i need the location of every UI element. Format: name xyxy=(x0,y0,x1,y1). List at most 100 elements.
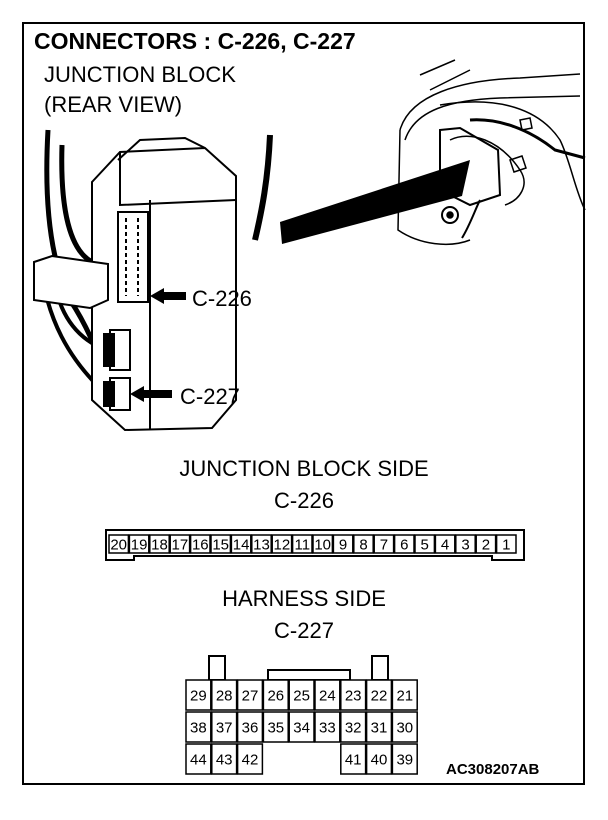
c226-pin: 2 xyxy=(475,534,497,554)
svg-text:38: 38 xyxy=(190,720,207,737)
svg-text:14: 14 xyxy=(233,537,250,554)
rear-view-label: (REAR VIEW) xyxy=(44,92,183,117)
c227-pin: 41 xyxy=(340,743,367,775)
svg-text:9: 9 xyxy=(339,537,347,554)
c226-pin: 17 xyxy=(169,534,191,554)
c227-pin: 21 xyxy=(391,679,418,711)
c226-pin: 7 xyxy=(373,534,395,554)
svg-text:34: 34 xyxy=(293,720,310,737)
c226-section-title: JUNCTION BLOCK SIDE xyxy=(179,456,429,481)
svg-text:36: 36 xyxy=(242,720,259,737)
c226-pin: 10 xyxy=(312,534,334,554)
svg-text:37: 37 xyxy=(216,720,233,737)
svg-text:8: 8 xyxy=(359,537,367,554)
svg-text:7: 7 xyxy=(380,537,388,554)
c227-pin: 25 xyxy=(288,679,315,711)
c227-pin: 33 xyxy=(314,711,341,743)
svg-text:22: 22 xyxy=(371,688,388,705)
c226-pin: 8 xyxy=(353,534,374,554)
c227-pin: 42 xyxy=(236,743,264,775)
svg-text:32: 32 xyxy=(345,720,362,737)
c226-pin: 12 xyxy=(271,534,293,554)
c226-pin: 20 xyxy=(108,534,130,554)
svg-text:31: 31 xyxy=(371,720,388,737)
svg-text:5: 5 xyxy=(421,537,429,554)
c227-pin: 22 xyxy=(365,679,393,711)
svg-text:19: 19 xyxy=(131,537,148,554)
c227-section-title: HARNESS SIDE xyxy=(222,586,386,611)
c227-pin: 37 xyxy=(211,711,238,743)
svg-text:21: 21 xyxy=(396,688,413,705)
svg-text:42: 42 xyxy=(242,752,259,769)
callout-c227: C-227 xyxy=(180,384,240,409)
dashboard-location-illustration xyxy=(397,59,586,246)
c226-pin: 19 xyxy=(128,534,150,554)
svg-text:15: 15 xyxy=(212,537,229,554)
c226-connector-label: C-226 xyxy=(274,488,334,513)
c227-connector-face xyxy=(208,655,389,681)
diagram-title: CONNECTORS : C-226, C-227 xyxy=(34,28,356,54)
svg-text:4: 4 xyxy=(441,537,449,554)
svg-text:44: 44 xyxy=(190,752,207,769)
c226-pin: 9 xyxy=(332,534,354,554)
svg-text:12: 12 xyxy=(274,537,291,554)
c227-pin: 31 xyxy=(365,711,393,743)
c226-pin: 18 xyxy=(149,534,170,554)
svg-text:18: 18 xyxy=(151,537,168,554)
svg-text:24: 24 xyxy=(319,688,336,705)
c227-pin: 30 xyxy=(391,711,418,743)
junction-block-label: JUNCTION BLOCK xyxy=(44,62,236,87)
c227-pin: 34 xyxy=(288,711,315,743)
c227-pin: 23 xyxy=(340,679,367,711)
svg-text:20: 20 xyxy=(110,537,127,554)
c226-pin: 5 xyxy=(414,534,436,554)
svg-text:6: 6 xyxy=(400,537,408,554)
svg-text:41: 41 xyxy=(345,752,362,769)
c227-pin: 44 xyxy=(185,743,212,775)
svg-text:39: 39 xyxy=(396,752,413,769)
c227-pin-grid: 29 28 27 26 25 24 23 22 21 38 37 36 35 34 33 32 31 30 44 43… xyxy=(185,679,418,775)
svg-text:33: 33 xyxy=(319,720,336,737)
c227-pin: 28 xyxy=(211,679,238,711)
c227-pin: 24 xyxy=(314,679,341,711)
figure-code: AC308207AB xyxy=(446,761,540,778)
c226-pin: 11 xyxy=(291,534,313,554)
c226-pin: 1 xyxy=(495,534,517,554)
svg-text:13: 13 xyxy=(253,537,270,554)
svg-text:43: 43 xyxy=(216,752,233,769)
svg-text:25: 25 xyxy=(293,688,310,705)
svg-text:40: 40 xyxy=(371,752,388,769)
c227-pin: 40 xyxy=(365,743,393,775)
c226-pin: 15 xyxy=(210,534,232,554)
c227-pin: 39 xyxy=(391,743,418,775)
c227-pin: 27 xyxy=(236,679,264,711)
svg-text:2: 2 xyxy=(482,537,490,554)
c227-pin: 38 xyxy=(185,711,212,743)
callout-c226: C-226 xyxy=(192,286,252,311)
c227-pin: 35 xyxy=(262,711,289,743)
c227-connector-label: C-227 xyxy=(274,618,334,643)
svg-text:28: 28 xyxy=(216,688,233,705)
c226-pin: 3 xyxy=(455,534,476,554)
svg-text:1: 1 xyxy=(502,537,510,554)
c226-pin: 13 xyxy=(251,534,272,554)
svg-text:17: 17 xyxy=(172,537,189,554)
svg-text:27: 27 xyxy=(242,688,259,705)
c226-pin: 14 xyxy=(230,534,252,554)
c226-pin: 6 xyxy=(393,534,415,554)
c227-pin: 32 xyxy=(340,711,367,743)
svg-text:10: 10 xyxy=(314,537,331,554)
svg-text:3: 3 xyxy=(461,537,469,554)
svg-text:30: 30 xyxy=(396,720,413,737)
c227-pin: 29 xyxy=(185,679,212,711)
svg-text:26: 26 xyxy=(267,688,284,705)
svg-text:11: 11 xyxy=(295,537,311,554)
svg-text:35: 35 xyxy=(267,720,284,737)
c227-pin: 43 xyxy=(211,743,238,775)
c226-pin: 16 xyxy=(189,534,211,554)
c227-pin: 26 xyxy=(262,679,289,711)
svg-text:23: 23 xyxy=(345,688,362,705)
svg-text:29: 29 xyxy=(190,688,207,705)
